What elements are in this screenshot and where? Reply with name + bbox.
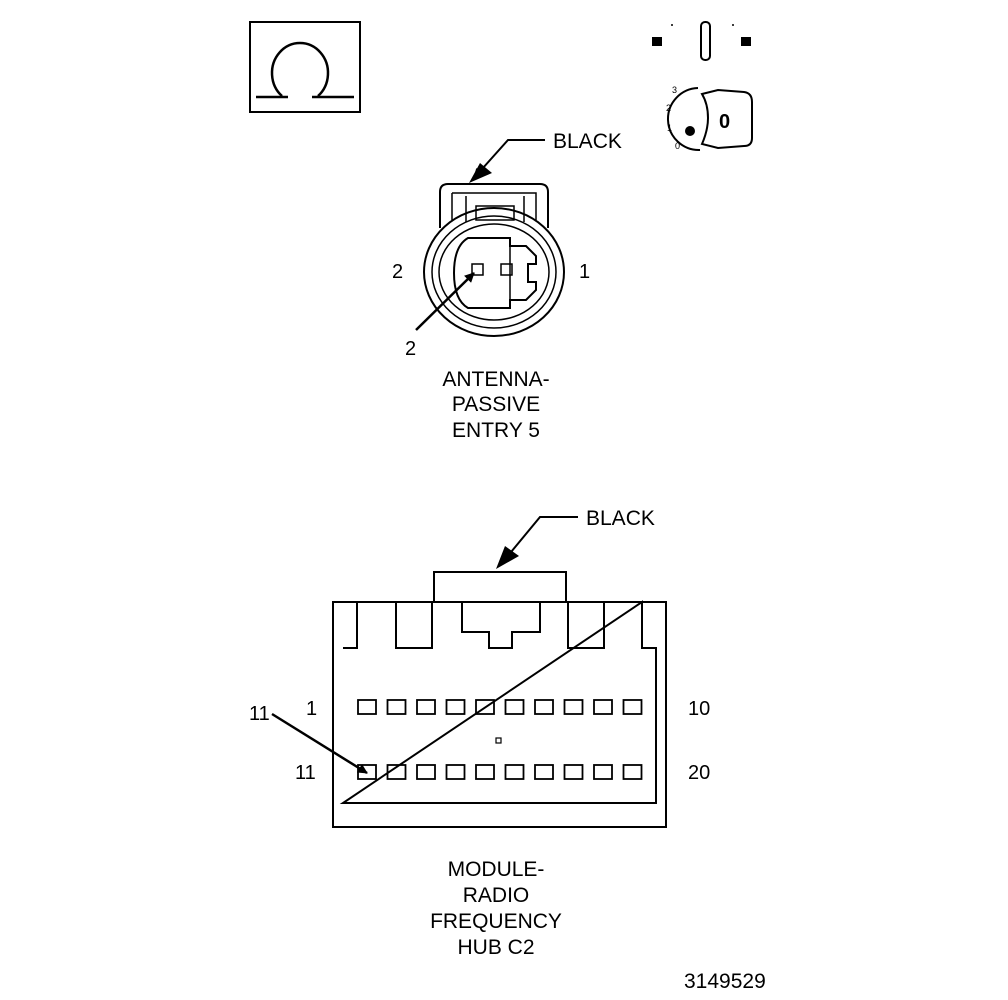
pin-cavity-7 <box>534 699 554 715</box>
pin-cavity-14 <box>445 764 466 780</box>
pin-cavity-15 <box>475 764 495 780</box>
top-title-line-3: ENTRY 5 <box>452 419 540 442</box>
row2-start-label: 11 <box>295 762 316 784</box>
pin-row-1 <box>357 699 643 715</box>
pin-cavity-6 <box>504 699 525 715</box>
top-callout-pin: 2 <box>405 338 416 360</box>
bottom-title-line-2: RADIO <box>463 884 530 907</box>
pin-cavity-18 <box>563 764 584 780</box>
row1-start-label: 1 <box>306 698 317 720</box>
top-title-line-2: PASSIVE <box>452 393 540 416</box>
bottom-callout-pin: 11 <box>249 703 270 725</box>
pin-cavity-8 <box>563 699 584 715</box>
antenna-connector: BLACK 2 1 2 ANTENNA- PASSIVE ENTRY 5 <box>392 130 622 442</box>
row1-end-label: 10 <box>688 698 710 720</box>
pin-cavity-3 <box>416 699 436 715</box>
ignition-pos-2: 2 <box>666 103 671 113</box>
pin-cavity-13 <box>416 764 436 780</box>
top-pin-right-label: 1 <box>579 261 590 283</box>
pin-cavity-9 <box>593 699 613 715</box>
bottom-title-line-4: HUB C2 <box>457 936 534 959</box>
figure-number: 3149529 <box>684 970 766 993</box>
ignition-pos-1: 1 <box>667 123 672 133</box>
pin-row-2 <box>357 764 643 780</box>
top-title-line-1: ANTENNA- <box>442 368 549 391</box>
ignition-pos-3: 3 <box>672 85 677 95</box>
ignition-key-label: 0 <box>719 111 730 133</box>
pin-cavity-16 <box>504 764 525 780</box>
bottom-title-line-3: FREQUENCY <box>430 910 562 933</box>
bottom-title-line-1: MODULE- <box>448 858 545 881</box>
ignition-pos-0: 0 <box>675 141 680 151</box>
pin-cavity-12 <box>386 764 407 780</box>
pin-cavity-1 <box>357 699 377 715</box>
top-pin-left-label: 2 <box>392 261 403 283</box>
omega-symbol-icon <box>249 21 361 113</box>
pin-cavity-19 <box>593 764 613 780</box>
pin-cavity-20 <box>622 764 643 780</box>
module-connector: BLACK 1 10 11 20 11 MODULE- RADIO FREQUE… <box>249 507 710 959</box>
pin-cavity-4 <box>445 699 466 715</box>
top-color-label: BLACK <box>553 130 622 153</box>
pin-cavity-17 <box>534 764 554 780</box>
pin-cavity-5 <box>475 699 495 715</box>
pin-cavity-2 <box>386 699 407 715</box>
ignition-key-icon: 3 2 1 0 0 <box>652 21 753 152</box>
pin-cavity-10 <box>622 699 643 715</box>
bottom-color-label: BLACK <box>586 507 655 530</box>
row2-end-label: 20 <box>688 762 710 784</box>
